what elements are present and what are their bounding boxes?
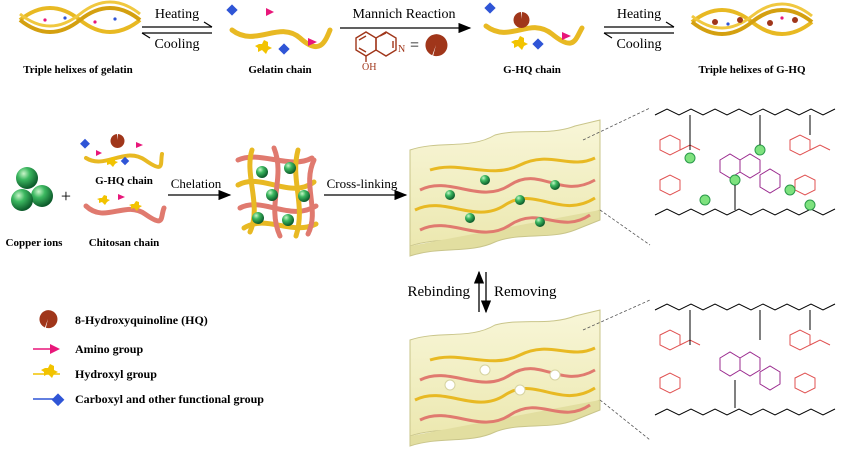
- legend-item-carboxyl: Carboxyl and other functional group: [33, 392, 264, 407]
- hydroxyl-icon: [255, 40, 272, 54]
- equals-sign: =: [410, 37, 419, 54]
- svg-text:Carboxyl and other functional: Carboxyl and other functional group: [75, 392, 264, 406]
- gelatin-chain: [226, 4, 333, 55]
- hq-pacman-icon: [425, 34, 448, 57]
- plus-sign: +: [61, 186, 71, 206]
- chelation-label: Chelation: [171, 176, 222, 191]
- ghq-triple-helix: [690, 2, 814, 36]
- hydroxyl-icon: [511, 36, 528, 50]
- label-ghq-chain: G-HQ chain: [503, 64, 561, 76]
- carboxyl-icon: [484, 2, 496, 14]
- heating-label-right: Heating: [617, 7, 661, 22]
- legend-item-amino: Amino group: [33, 342, 143, 356]
- cooling-label-right: Cooling: [616, 37, 661, 52]
- carboxyl-icon: [51, 393, 65, 407]
- ghq-chain-small: [80, 134, 164, 169]
- rebind-remove-arrows: [473, 270, 492, 314]
- copper-ions-cluster: [11, 167, 53, 211]
- carboxyl-icon: [532, 38, 544, 50]
- svg-text:8-Hydroxyquinoline (HQ): 8-Hydroxyquinoline (HQ): [75, 313, 208, 327]
- label-chitosan-chain: Chitosan chain: [89, 237, 160, 249]
- carboxyl-icon: [226, 4, 238, 16]
- molecular-structure-upper: [654, 108, 836, 216]
- reversible-arrows-left: [141, 21, 213, 39]
- label-gelatin-chain: Gelatin chain: [248, 64, 311, 76]
- rebinding-label: Rebinding: [408, 284, 471, 300]
- reversible-arrows-right: [603, 21, 675, 39]
- label-copper-ions: Copper ions: [6, 237, 64, 249]
- label-gelatin-helix: Triple helixes of gelatin: [23, 64, 132, 76]
- svg-text:Amino group: Amino group: [75, 342, 143, 356]
- amino-icon: [50, 344, 60, 354]
- removing-label: Removing: [494, 284, 557, 300]
- hydroxyl-icon: [41, 364, 58, 378]
- label-ghq-helix: Triple helixes of G-HQ: [698, 64, 805, 76]
- chitosan-chain: [83, 194, 167, 224]
- oh-label: OH: [362, 62, 376, 73]
- hq-icon: [513, 12, 530, 28]
- gelatin-triple-helix: [18, 0, 142, 34]
- ghq-chain: [483, 2, 585, 50]
- legend-item-hydroxyl: Hydroxyl group: [33, 364, 157, 381]
- hq-icon: [39, 310, 58, 329]
- hydrogel-slab-upper: [409, 119, 601, 257]
- network-copper-ions: [252, 162, 310, 226]
- amino-icon: [562, 32, 571, 40]
- amino-icon: [266, 8, 274, 16]
- molecular-structure-lower: [654, 303, 836, 416]
- svg-text:Hydroxyl group: Hydroxyl group: [75, 367, 157, 381]
- hydroxyquinoline-structure-icon: [355, 31, 397, 62]
- n-atom-label: N: [398, 44, 405, 55]
- mannich-label: Mannich Reaction: [352, 7, 455, 22]
- cross-linking-label: Cross-linking: [327, 176, 398, 191]
- heating-label-left: Heating: [155, 7, 199, 22]
- legend-item-hq: 8-Hydroxyquinoline (HQ): [39, 310, 208, 329]
- amino-icon: [308, 38, 317, 46]
- carboxyl-icon: [278, 43, 290, 55]
- label-ghq-chain-middle: G-HQ chain: [95, 175, 153, 187]
- hydrogel-slab-lower: [409, 309, 601, 447]
- cooling-label-left: Cooling: [154, 37, 199, 52]
- legend: 8-Hydroxyquinoline (HQ) Amino group Hydr…: [33, 310, 264, 407]
